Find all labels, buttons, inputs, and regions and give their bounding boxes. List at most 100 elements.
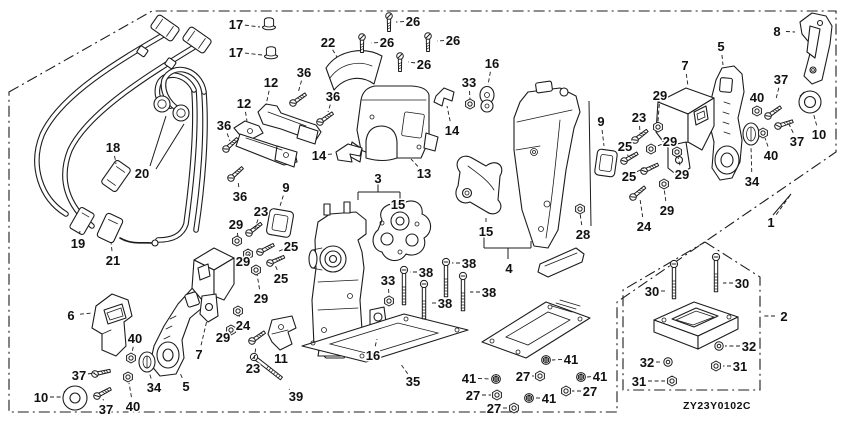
fastener-nut (492, 389, 502, 401)
callout-31: 31 (630, 372, 665, 390)
callout-23: 23 (252, 202, 270, 229)
callout-31: 31 (723, 357, 749, 375)
part-number-label: 5 (182, 379, 189, 394)
callout-39-leader (288, 388, 290, 390)
part-number-label: 14 (312, 148, 327, 163)
callout-12: 12 (235, 94, 253, 122)
part-3-housing (308, 201, 367, 359)
part-number-label: 18 (106, 140, 120, 155)
part-number-label: 38 (482, 285, 496, 300)
part-number-label: 7 (195, 347, 202, 362)
fastener-nut (711, 360, 721, 372)
callout-29: 29 (234, 252, 251, 270)
part-4-plate-bar (537, 247, 585, 278)
callout-29: 29 (654, 132, 679, 150)
part-number-label: 28 (576, 227, 590, 242)
fastener-screw (92, 385, 113, 401)
callout-29-leader (256, 273, 260, 290)
callout-40-leader (764, 137, 769, 147)
callout-17-leader (244, 24, 261, 28)
fastener-screw (629, 127, 650, 146)
part-number-label: 41 (542, 391, 556, 406)
part-number-label: 39 (289, 389, 303, 404)
part-number-label: 13 (417, 166, 431, 181)
callout-10-leader (812, 111, 818, 126)
callout-41: 41 (551, 350, 580, 368)
part-number-label: 24 (637, 219, 652, 234)
subassembly-2-border (622, 241, 761, 391)
part-number-label: 21 (106, 253, 120, 268)
callout-38: 38 (470, 283, 498, 301)
callout-16: 16 (364, 338, 382, 364)
fastener-locknut (541, 355, 551, 365)
callout-21: 21 (104, 241, 122, 269)
part-number-label: 33 (462, 75, 476, 90)
callout-34: 34 (145, 371, 163, 396)
part-number-label: 36 (297, 65, 311, 80)
callout-26: 26 (436, 31, 462, 49)
part-8-clip (799, 12, 833, 85)
fastener-nut (752, 105, 762, 117)
part-number-label: 17 (229, 45, 243, 60)
callout-14-leader (446, 105, 451, 122)
cable-collar (164, 57, 177, 70)
callout-6: 6 (66, 306, 93, 324)
callout-26: 26 (395, 12, 422, 30)
callout-5-leader (721, 54, 724, 66)
callout-36-leader (226, 133, 231, 142)
callout-3: 3 (373, 169, 383, 187)
callout-34: 34 (743, 146, 761, 190)
callout-28-leader (579, 212, 583, 226)
callout-40: 40 (126, 329, 144, 354)
callout-32: 32 (638, 353, 662, 371)
callout-24: 24 (234, 314, 252, 334)
callout-41-leader (551, 359, 563, 361)
callout-22: 22 (319, 33, 338, 58)
callout-29-leader (654, 143, 662, 148)
part-15-bracket-left (455, 155, 503, 215)
part-12-rails (233, 103, 322, 168)
callout-30: 30 (723, 274, 751, 292)
part-number-label: 16 (485, 56, 499, 71)
callout-36-leader (237, 180, 240, 188)
callout-36-leader (327, 104, 331, 113)
part-number-label: 27 (466, 388, 480, 403)
callout-4: 4 (504, 259, 515, 277)
cable-collar (136, 45, 149, 58)
part-number-label: 33 (381, 273, 395, 288)
part-22-detail (329, 62, 373, 79)
part-number-label: 15 (479, 224, 493, 239)
fastener-nut (659, 178, 669, 190)
part-number-label: 9 (282, 180, 289, 195)
fastener-bolt (441, 257, 451, 298)
part-6-cover (91, 293, 133, 357)
part-number-label: 38 (438, 296, 452, 311)
callout-41: 41 (586, 367, 609, 385)
part-number-label: 26 (417, 57, 431, 72)
callout-12-leader (265, 90, 270, 106)
callout-36: 36 (295, 63, 313, 94)
part-13-cover (348, 85, 439, 163)
part-number-label: 36 (233, 189, 247, 204)
callout-12-leader (245, 111, 248, 122)
part-number-label: 23 (254, 204, 268, 219)
callout-41-leader (477, 377, 492, 380)
part-number-label: 25 (618, 139, 632, 154)
part-14-clamp-left (335, 143, 363, 163)
callout-25: 25 (620, 167, 645, 185)
fastener-screw (225, 164, 246, 184)
fastener-washer (663, 357, 673, 367)
fastener-nut (646, 143, 656, 155)
callout-26: 26 (407, 55, 433, 73)
callout-16-leader (487, 71, 491, 86)
callout-29: 29 (214, 328, 231, 346)
callout-9-leader (279, 195, 284, 207)
fastener-bolt (399, 265, 409, 306)
callout-8: 8 (772, 22, 796, 40)
callout-27: 27 (464, 386, 491, 404)
callout-7: 7 (680, 56, 690, 87)
callout-29: 29 (227, 215, 245, 238)
part-number-label: 25 (622, 169, 636, 184)
fastener-washer (714, 341, 724, 351)
part-number-label: 9 (597, 114, 604, 129)
